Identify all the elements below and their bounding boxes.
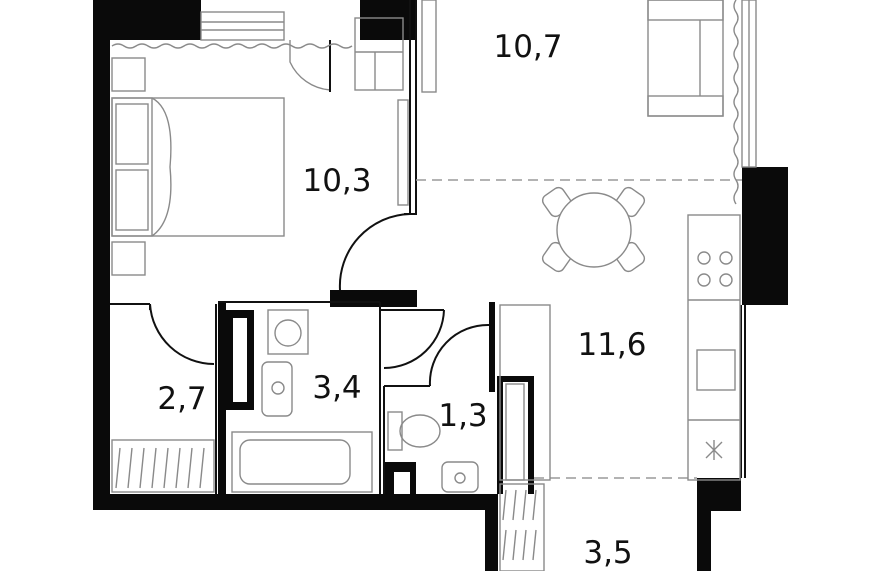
curtain xyxy=(111,0,739,205)
area-label-bathroom: 3,4 xyxy=(312,370,361,406)
area-label-wardrobe: 2,7 xyxy=(157,381,206,417)
dining-table xyxy=(541,186,646,273)
area-label-bedroom: 10,3 xyxy=(302,163,371,199)
toilet-fixtures xyxy=(387,411,479,494)
exterior-walls xyxy=(93,0,788,571)
wardrobe-shelf xyxy=(354,0,437,206)
balcony-rack xyxy=(499,304,551,571)
kitchen-unit xyxy=(687,214,741,481)
area-label-living: 10,7 xyxy=(493,29,562,65)
area-label-toilet: 1,3 xyxy=(438,398,487,434)
bathroom-fixtures xyxy=(226,309,373,493)
sofa xyxy=(647,0,724,117)
bed xyxy=(111,57,285,276)
zone-lines xyxy=(416,179,742,479)
doors xyxy=(149,40,490,387)
area-label-kitchen: 11,6 xyxy=(577,327,646,363)
area-labels: 10,7 10,3 11,6 2,7 3,4 1,3 3,5 xyxy=(157,29,646,571)
windows xyxy=(200,0,757,168)
area-label-balcony: 3,5 xyxy=(583,535,632,571)
wardrobe-rack xyxy=(111,439,215,493)
